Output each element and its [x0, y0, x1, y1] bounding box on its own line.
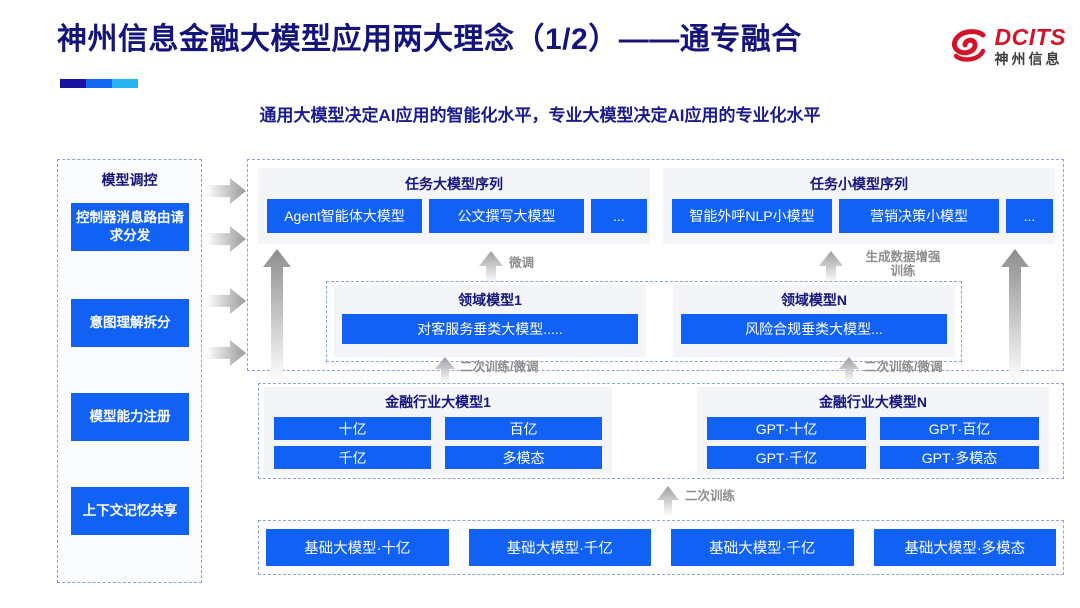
right-arrow-icon-3 — [206, 340, 246, 366]
accent-segment-3 — [112, 79, 138, 88]
task-chip-more-small[interactable]: ... — [1006, 199, 1053, 233]
up-arrow-icon-finetune — [478, 251, 504, 288]
company-logo: DCITS 神州信息 — [949, 20, 1067, 72]
up-arrow-icon-data-aug — [818, 251, 844, 288]
industry-model-n: 金融行业大模型N GPT·十亿 GPT·百亿 GPT·千亿 GPT·多模态 — [697, 387, 1049, 475]
up-arrow-icon-retrain-left — [434, 357, 456, 388]
task-chip-more[interactable]: ... — [591, 199, 647, 233]
arrow-label-retrain-finetune-left: 二次训练/微调 — [460, 360, 539, 374]
industry-model-1-cell-0[interactable]: 十亿 — [274, 417, 431, 440]
arrow-label-data-aug-line2: 训练 — [890, 264, 916, 279]
industry-model-1-cell-1[interactable]: 百亿 — [445, 417, 602, 440]
domain-model-n-bar[interactable]: 风险合规垂类大模型... — [681, 314, 947, 344]
control-item-2[interactable]: 模型能力注册 — [71, 393, 189, 441]
control-item-1[interactable]: 意图理解拆分 — [71, 299, 189, 347]
industry-model-1-grid: 十亿 百亿 千亿 多模态 — [264, 412, 612, 469]
right-arrow-icon-1 — [206, 226, 246, 252]
arrow-label-data-aug: 生成数据增强 训练 — [848, 250, 958, 279]
logo-cn-text: 神州信息 — [994, 51, 1063, 67]
domain-model-n-title: 领域模型N — [780, 292, 848, 308]
industry-model-n-cell-0[interactable]: GPT·十亿 — [707, 417, 866, 440]
task-chip-agent[interactable]: Agent智能体大模型 — [267, 199, 422, 233]
task-sequence-large: 任务大模型序列 Agent智能体大模型 公文撰写大模型 ... — [258, 168, 650, 244]
domain-model-1-bar[interactable]: 对客服务垂类大模型..... — [342, 314, 638, 344]
foundation-model-1[interactable]: 基础大模型·千亿 — [468, 529, 651, 566]
industry-model-n-grid: GPT·十亿 GPT·百亿 GPT·千亿 GPT·多模态 — [697, 412, 1049, 469]
model-control-title: 模型调控 — [101, 172, 158, 188]
domain-model-n: 领域模型N 风险合规垂类大模型... — [673, 285, 955, 357]
task-chip-doc[interactable]: 公文撰写大模型 — [429, 199, 584, 233]
industry-model-n-cell-2[interactable]: GPT·千亿 — [707, 446, 866, 469]
arrow-label-retrain-finetune-right: 二次训练/微调 — [864, 360, 943, 374]
industry-model-1-cell-2[interactable]: 千亿 — [274, 446, 431, 469]
industry-model-n-cell-1[interactable]: GPT·百亿 — [880, 417, 1039, 440]
arrow-label-retrain-bottom: 二次训练 — [685, 489, 736, 503]
control-item-0[interactable]: 控制器消息路由请求分发 — [71, 203, 189, 251]
industry-model-1-title: 金融行业大模型1 — [385, 394, 491, 410]
task-sequence-small-title: 任务小模型序列 — [810, 176, 908, 192]
foundation-model-0[interactable]: 基础大模型·十亿 — [266, 529, 449, 566]
task-chip-nlp[interactable]: 智能外呼NLP小模型 — [672, 199, 832, 233]
industry-model-n-cell-3[interactable]: GPT·多模态 — [880, 446, 1039, 469]
dcits-swirl-icon — [949, 26, 989, 66]
accent-segment-1 — [60, 79, 86, 88]
right-arrow-icon-0 — [206, 178, 246, 204]
accent-bar — [60, 79, 138, 88]
accent-segment-2 — [86, 79, 112, 88]
page-title: 神州信息金融大模型应用两大理念（1/2）——通专融合 — [57, 23, 802, 56]
domain-model-1-title: 领域模型1 — [458, 292, 522, 308]
page-subtitle: 通用大模型决定AI应用的智能化水平，专业大模型决定AI应用的专业化水平 — [259, 106, 821, 125]
task-chip-marketing[interactable]: 营销决策小模型 — [839, 199, 999, 233]
task-sequence-small: 任务小模型序列 智能外呼NLP小模型 营销决策小模型 ... — [663, 168, 1055, 244]
industry-model-n-title: 金融行业大模型N — [818, 394, 928, 410]
up-arrow-icon-tall-right — [1000, 249, 1030, 388]
foundation-model-row: 基础大模型·十亿 基础大模型·千亿 基础大模型·千亿 基础大模型·多模态 — [266, 529, 1056, 566]
up-arrow-icon-retrain-right — [838, 357, 860, 388]
up-arrow-icon-retrain-bottom — [656, 486, 680, 521]
task-sequence-large-chips: Agent智能体大模型 公文撰写大模型 ... — [258, 194, 650, 233]
foundation-model-2[interactable]: 基础大模型·千亿 — [671, 529, 854, 566]
industry-model-1-cell-3[interactable]: 多模态 — [445, 446, 602, 469]
arrow-label-finetune: 微调 — [509, 256, 535, 270]
arrow-label-data-aug-line1: 生成数据增强 — [865, 250, 941, 264]
domain-model-1: 领域模型1 对客服务垂类大模型..... — [334, 285, 646, 357]
logo-en-text: DCITS — [994, 24, 1066, 50]
control-item-3[interactable]: 上下文记忆共享 — [71, 487, 189, 535]
model-control-panel: 模型调控 控制器消息路由请求分发 意图理解拆分 模型能力注册 上下文记忆共享 — [57, 159, 202, 583]
logo-text: DCITS 神州信息 — [994, 24, 1067, 67]
foundation-model-3[interactable]: 基础大模型·多模态 — [873, 529, 1056, 566]
up-arrow-icon-tall-left — [262, 249, 292, 388]
task-sequence-small-chips: 智能外呼NLP小模型 营销决策小模型 ... — [663, 194, 1055, 233]
industry-model-1: 金融行业大模型1 十亿 百亿 千亿 多模态 — [264, 387, 612, 475]
task-sequence-large-title: 任务大模型序列 — [405, 176, 503, 192]
right-arrow-icon-2 — [206, 288, 246, 314]
